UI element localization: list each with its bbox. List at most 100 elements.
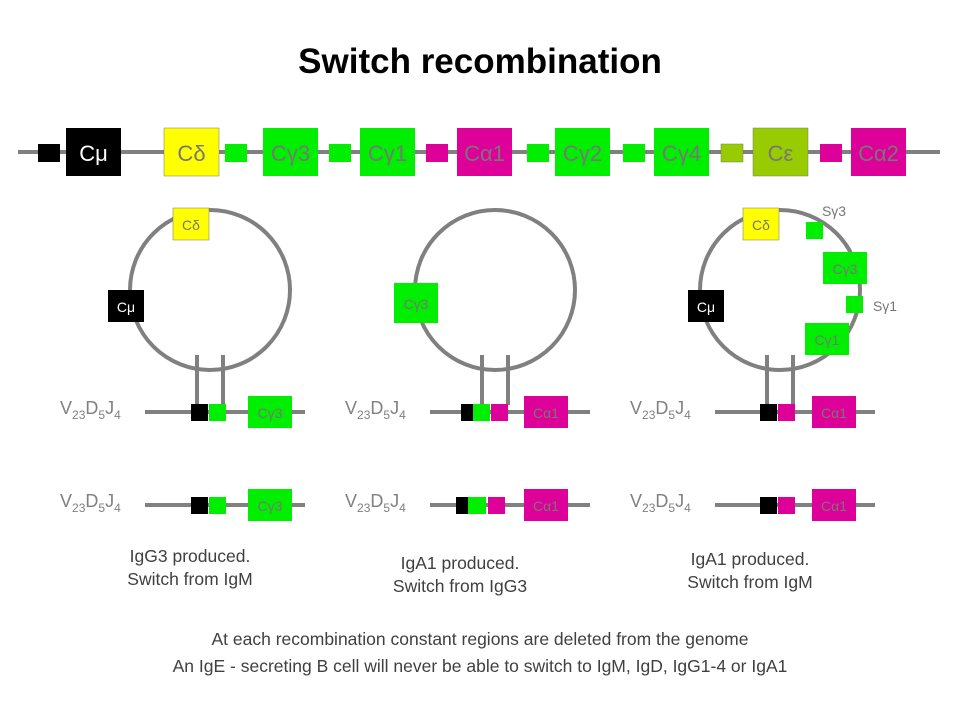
germline-segment-5-base: C — [563, 141, 579, 166]
germline-segment-5-greek: γ — [579, 141, 590, 166]
panel-2-recombining-calpha1-box — [524, 396, 568, 428]
germline-segment-4-label: Cα1 — [464, 141, 505, 166]
panel-3-recombining-vdj-part-1: 23 — [642, 408, 656, 422]
panel-3-loop-cdelta-box — [742, 207, 780, 241]
germline-segment-0-label: Cμ — [79, 141, 108, 166]
panel-1-loop-cdelta-box — [172, 207, 210, 241]
panel-3-loop-cmu-box — [688, 290, 724, 322]
germline-segment-8-label: Cα2 — [858, 141, 899, 166]
panel-1-result-vdj-part-5: 4 — [114, 501, 121, 515]
panel-2-recombining-switch-mu — [461, 404, 473, 421]
panel-3-caption-line1: IgA1 produced. — [690, 549, 810, 569]
panel-2-result-vdj-part-2: D — [370, 491, 383, 511]
germline-segment-6-greek: γ — [678, 141, 689, 166]
germline-segment-5-number: 2 — [590, 141, 602, 166]
panel-2-recombining-calpha1-label: Cα1 — [533, 405, 559, 421]
panel-3-result-vdj-part-5: 4 — [684, 501, 691, 515]
panel-2-recombining-switch-gamma — [473, 404, 490, 421]
panel-3-result-vdj: V23D5J4 — [630, 491, 691, 515]
panel-2-result-calpha1-box — [524, 489, 568, 521]
germline-segment-8-box — [851, 128, 906, 176]
panel-3-recombining-switch-mu — [760, 404, 777, 421]
panel-2-result-vdj-part-4: J — [390, 491, 399, 511]
panel-1-recombining-vdj-part-4: J — [105, 398, 114, 418]
panel-2-recombining-vdj-part-4: J — [390, 398, 399, 418]
germline-segment-1-greek: δ — [193, 141, 205, 166]
germline-segment-0-greek: μ — [95, 141, 108, 166]
panel-3-result-switch-alpha — [778, 497, 795, 514]
panel-1-result-vdj-part-2: D — [85, 491, 98, 511]
panel-3-result-switch-mu — [760, 497, 777, 514]
panel-1-recombining-vdj-part-5: 4 — [114, 408, 121, 422]
germline-segment-6-box — [654, 128, 709, 176]
panel-3-loop-cgamma3-label: Cγ3 — [833, 261, 858, 277]
germline-segment-3-label: Cγ1 — [368, 141, 407, 166]
panel-3-recombining-vdj-part-0: V — [630, 398, 642, 418]
panel-1-recombining-cgamma3-label: Cγ3 — [258, 405, 283, 421]
germline-segment-4-greek: α — [480, 141, 493, 166]
panel-3-loop-cgamma1-box — [805, 323, 849, 355]
germline-segment-4-number: 1 — [493, 141, 505, 166]
panel-3-result-vdj-part-2: D — [655, 491, 668, 511]
footer-line-1: At each recombination constant regions a… — [211, 629, 749, 649]
germline-segment-2-number: 3 — [298, 141, 310, 166]
panel-1-excised-loop — [128, 208, 292, 372]
panel-2-loop-cgamma3-label: Cγ3 — [404, 296, 429, 312]
panel-2-recombining-vdj-part-3: 5 — [383, 408, 390, 422]
panel-1-result-cgamma3-label: Cγ3 — [258, 498, 283, 514]
germline-segment-7-label: Cε — [768, 141, 794, 166]
germline-segment-5-box — [555, 128, 610, 176]
panel-2-result-switch-mu — [456, 497, 468, 514]
panel-2-caption-line2: Switch from IgG3 — [392, 576, 528, 596]
panel-1-recombining-switch-mu — [191, 404, 208, 421]
panel-3-recombining-vdj-part-2: D — [655, 398, 668, 418]
panel-2-caption-line1: IgA1 produced. — [400, 553, 520, 573]
germline-switch-2 — [426, 144, 448, 162]
panel-3-result-vdj-part-4: J — [675, 491, 684, 511]
panel-3-recombining-vdj-part-4: J — [675, 398, 684, 418]
germline-segment-1-label: Cδ — [177, 141, 205, 166]
panel-2-result-switch-gamma — [468, 497, 486, 514]
panel-3-caption-line2: Switch from IgM — [687, 572, 813, 592]
germline-segment-8-base: C — [858, 141, 874, 166]
panel-3-result-vdj-part-1: 23 — [642, 501, 656, 515]
panel-2-loop-cgamma3-box — [394, 283, 438, 323]
panel-3-loop-cdelta-label: Cδ — [752, 217, 770, 233]
panel-1-recombining-switch-gamma — [209, 404, 226, 421]
panel-3-result-vdj-part-3: 5 — [668, 501, 675, 515]
panel-1-result-vdj: V23D5J4 — [60, 491, 121, 515]
germline-segment-6-number: 4 — [689, 141, 701, 166]
germline-segment-3-greek: γ — [384, 141, 395, 166]
panel-2-result-switch-alpha — [488, 497, 505, 514]
panel-3-recombining-vdj-part-5: 4 — [684, 408, 691, 422]
germline-segment-6-label: Cγ4 — [662, 141, 701, 166]
panel-1-recombining-vdj-part-3: 5 — [98, 408, 105, 422]
panel-2-recombining-switch-alpha — [491, 404, 508, 421]
panel-3-sgamma1-label: Sγ1 — [873, 298, 897, 314]
panel-3-caption: IgA1 produced. Switch from IgM — [650, 548, 850, 594]
panel-2-recombining-vdj-part-1: 23 — [357, 408, 371, 422]
panel-1-result-cgamma3-box — [248, 489, 292, 521]
panel-1-caption: IgG3 produced. Switch from IgM — [90, 545, 290, 591]
panel-1-loop-cmu-box — [108, 290, 144, 322]
germline-switch-6 — [820, 144, 842, 162]
germline-switch-3 — [527, 144, 549, 162]
footer-line-2: An IgE - secreting B cell will never be … — [172, 656, 788, 676]
panel-3-recombining-calpha1-box — [812, 396, 856, 428]
germline-segment-1-box — [163, 127, 220, 177]
panel-3-recombining-vdj: V23D5J4 — [630, 398, 691, 422]
page-title: Switch recombination — [298, 42, 662, 81]
panel-1-recombining-vdj-part-1: 23 — [72, 408, 86, 422]
panel-2-result-vdj-part-1: 23 — [357, 501, 371, 515]
panel-2-result-vdj-part-3: 5 — [383, 501, 390, 515]
panel-1-recombining-vdj-part-2: D — [85, 398, 98, 418]
panel-1-recombining-vdj-part-0: V — [60, 398, 72, 418]
germline-segment-3-base: C — [368, 141, 384, 166]
germline-segment-8-number: 2 — [887, 141, 899, 166]
germline-segment-7-greek: ε — [784, 141, 794, 166]
panel-1-caption-line2: Switch from IgM — [127, 569, 253, 589]
panel-1-loop-cmu-label: Cμ — [117, 299, 135, 315]
germline-segment-5-label: Cγ2 — [563, 141, 602, 166]
panel-1-result-vdj-part-0: V — [60, 491, 72, 511]
